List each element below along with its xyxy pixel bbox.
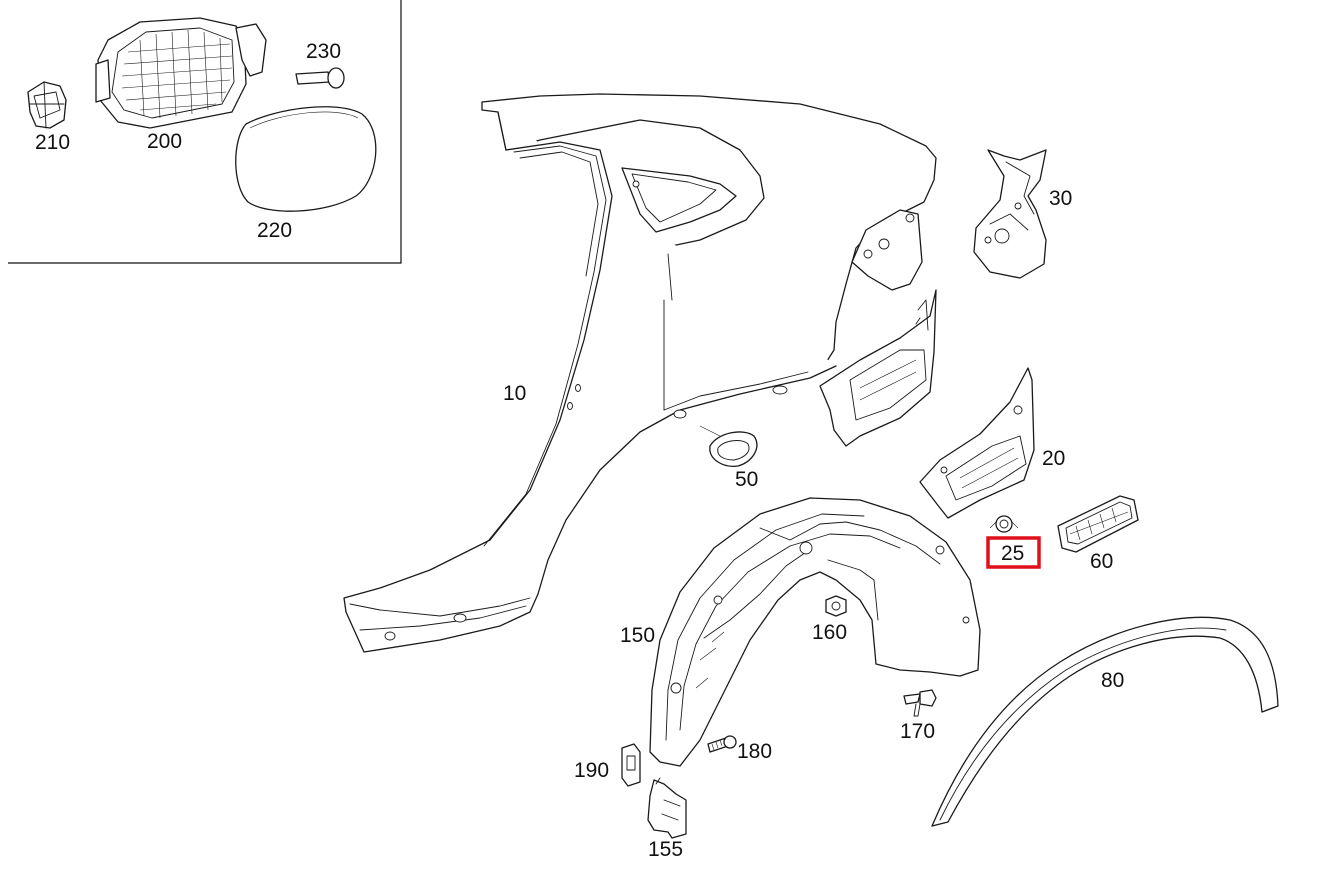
part-80-arch-trim[interactable]: 80 <box>931 616 1279 827</box>
label-60: 60 <box>1090 550 1113 573</box>
part-30-bracket[interactable]: 30 <box>973 149 1072 279</box>
label-190: 190 <box>574 759 609 782</box>
part-210-actuator[interactable] <box>27 81 67 129</box>
part-230-bolt[interactable] <box>295 67 345 89</box>
label-210: 210 <box>35 131 70 154</box>
part-160-nut[interactable]: 160 <box>812 595 847 644</box>
part-180-screw[interactable]: 180 <box>707 735 772 763</box>
highlight-box-25 <box>986 536 1041 569</box>
honeycomb-grid <box>121 29 233 119</box>
part-220-flap-cover[interactable] <box>235 106 377 212</box>
label-30: 30 <box>1049 187 1072 210</box>
label-20: 20 <box>1042 447 1065 470</box>
label-50: 50 <box>735 468 758 491</box>
part-60-vent[interactable]: 60 <box>1057 495 1139 573</box>
part-170-clip[interactable]: 170 <box>900 689 937 743</box>
label-80: 80 <box>1101 669 1124 692</box>
part-200-filler-housing[interactable] <box>95 17 267 129</box>
part-50-grommet[interactable]: 50 <box>699 425 758 491</box>
part-10-side-panel[interactable]: 10 <box>343 93 937 653</box>
label-10: 10 <box>503 382 526 405</box>
fuel-flap-inset: 210 200 230 220 <box>8 0 402 264</box>
label-25: 25 <box>1001 542 1024 565</box>
part-150-wheel-liner[interactable]: 150 <box>620 497 981 767</box>
part-25-fastener[interactable]: 25 <box>986 515 1041 569</box>
part-20-inner-panel[interactable]: 20 <box>919 367 1065 519</box>
label-200: 200 <box>147 130 182 153</box>
label-150: 150 <box>620 624 655 647</box>
part-190-clip-nut[interactable]: 190 <box>574 743 641 787</box>
label-155: 155 <box>648 838 683 861</box>
part-155-mud-flap[interactable]: 155 <box>647 777 687 861</box>
label-180: 180 <box>737 740 772 763</box>
label-170: 170 <box>900 720 935 743</box>
label-230: 230 <box>306 40 341 63</box>
label-220: 220 <box>257 219 292 242</box>
label-160: 160 <box>812 621 847 644</box>
